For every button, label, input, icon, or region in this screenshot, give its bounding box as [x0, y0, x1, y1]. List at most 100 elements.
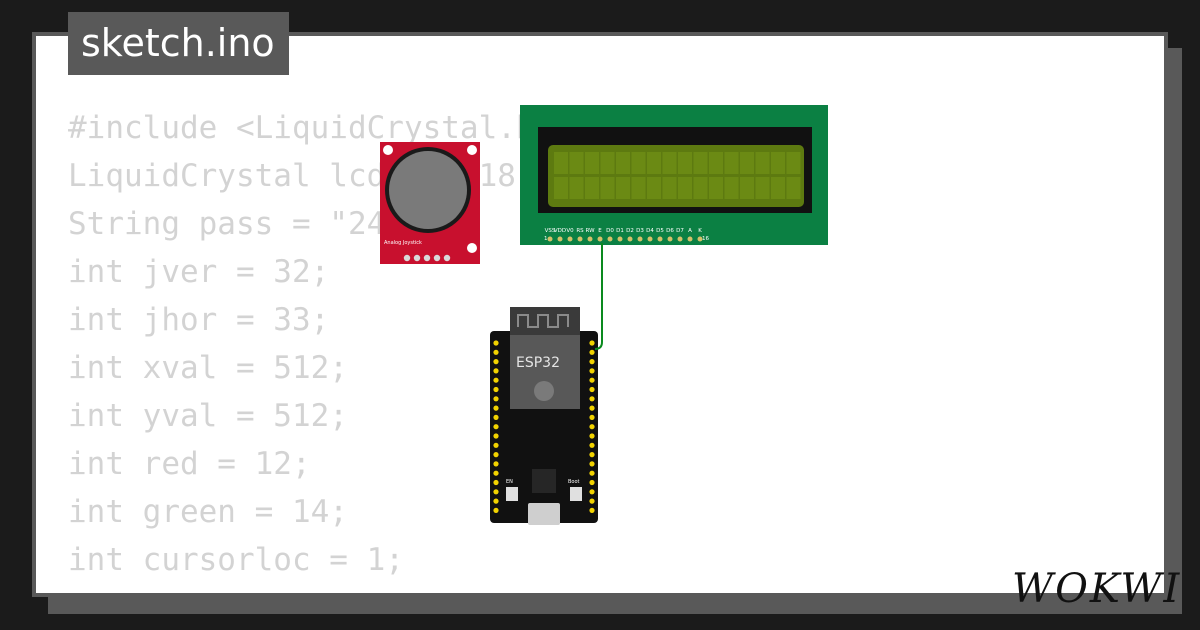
lcd-pin-label: D7: [676, 228, 684, 234]
joystick-pin: [443, 254, 451, 262]
code-line: #include <LiquidCrystal.h>: [68, 110, 554, 146]
joystick-cap-inner: [389, 151, 467, 229]
esp32-header-pin: [589, 442, 595, 448]
code-line: int jhor = 33;: [68, 302, 330, 338]
lcd-char-cell: [740, 177, 754, 199]
lcd-char-cell: [647, 177, 661, 199]
lcd-pin-first: 1: [544, 236, 548, 242]
lcd-pin-label: V0: [566, 228, 574, 234]
joystick-pin: [403, 254, 411, 262]
esp32-header-pin: [493, 489, 499, 495]
lcd-pin: [567, 236, 573, 242]
lcd-char-cell: [693, 177, 708, 199]
joystick-hole-bottom-right: [467, 243, 477, 253]
lcd-pin: [657, 236, 663, 242]
esp32-header-pin: [493, 386, 499, 393]
espressif-logo-icon: [534, 381, 554, 401]
esp32-devkit: ESP32 EN Boot: [490, 307, 598, 525]
lcd-pins: [547, 236, 703, 242]
esp32-header-pin: [493, 442, 499, 448]
wokwi-logo: WOKWI: [1012, 566, 1179, 612]
lcd-pin: [647, 236, 653, 242]
esp32-header-pin: [589, 405, 595, 411]
lcd-char-cell: [662, 177, 677, 199]
wire-lcd-to-esp32: [594, 243, 603, 350]
esp32-header-pin: [589, 433, 595, 439]
lcd-char-cell: [678, 152, 692, 174]
lcd-pin-label: D1: [616, 228, 624, 234]
esp32-header-pin: [589, 349, 595, 355]
code-line: int yval = 512;: [68, 398, 348, 434]
lcd-char-cell: [647, 152, 661, 174]
joystick-label: Analog Joystick: [384, 240, 422, 246]
boot-label: Boot: [568, 479, 580, 485]
lcd-char-cell: [755, 177, 770, 199]
lcd-pin: [597, 236, 603, 242]
sketch-filename-label: sketch.ino: [68, 12, 289, 75]
lcd-pin-label: D6: [666, 228, 674, 234]
code-line: int jver = 32;: [68, 254, 330, 290]
lcd-pin-label: D4: [646, 228, 654, 234]
lcd-char-cell: [600, 152, 615, 174]
lcd-char-cell: [709, 152, 723, 174]
code-line: int xval = 512;: [68, 350, 348, 386]
lcd-char-cell: [631, 177, 646, 199]
micro-usb-port: [528, 503, 560, 525]
esp32-header-pin: [589, 498, 595, 504]
lcd-pin-label: D3: [636, 228, 644, 234]
lcd-pin: [557, 236, 563, 242]
lcd-pin: [637, 236, 643, 242]
lcd-pin-label: D2: [626, 228, 634, 234]
esp32-header-pin: [493, 414, 499, 420]
lcd-pin-label: RS: [576, 228, 584, 234]
lcd-pin: [627, 236, 633, 242]
lcd-pin: [667, 236, 673, 242]
lcd-char-cell: [693, 152, 708, 174]
lcd-char-cell: [585, 177, 599, 199]
esp32-header-pin: [493, 359, 499, 365]
analog-joystick: Analog Joystick: [380, 142, 480, 264]
lcd-char-cell: [740, 152, 754, 174]
en-label: EN: [506, 479, 513, 485]
lcd-pin: [677, 236, 683, 242]
esp32-header-pin: [493, 433, 499, 439]
esp32-header-pin: [493, 396, 499, 402]
lcd-pin: [697, 236, 703, 242]
code-line: int cursorloc = 1;: [68, 542, 404, 578]
lcd-char-cell: [569, 152, 584, 174]
lcd-pin-label: VDD: [554, 228, 566, 234]
esp32-antenna-trace: [517, 314, 569, 328]
lcd-char-cell: [585, 152, 599, 174]
lcd-char-cell: [678, 177, 692, 199]
en-button: [506, 487, 518, 501]
lcd-pin: [607, 236, 613, 242]
lcd-pin-label: RW: [585, 228, 595, 234]
esp32-header-pin: [589, 368, 595, 374]
lcd-char-cell: [755, 152, 770, 174]
joystick-pin: [423, 254, 431, 262]
lcd-char-cell: [786, 152, 801, 174]
esp32-header-pin: [493, 368, 499, 374]
lcd-pin-label: VSS: [545, 228, 556, 234]
lcd-character-cells: [554, 152, 801, 199]
esp32-header-pin: [493, 377, 499, 383]
code-line: int red = 12;: [68, 446, 311, 482]
esp32-pins-left: [493, 340, 499, 513]
esp32-header-pin: [493, 340, 499, 346]
lcd-pin-label: D5: [656, 228, 664, 234]
esp32-pins-right: [589, 340, 595, 513]
lcd-pin: [577, 236, 583, 242]
preview-card: #include <LiquidCrystal.h>LiquidCrystal …: [32, 32, 1168, 597]
esp32-header-pin: [589, 479, 595, 486]
esp32-header-pin: [589, 359, 595, 365]
lcd-char-cell: [554, 152, 568, 174]
lcd-char-cell: [771, 177, 785, 199]
code-line: int green = 14;: [68, 494, 348, 530]
esp32-header-pin: [493, 405, 499, 411]
lcd-char-cell: [616, 177, 630, 199]
lcd-char-cell: [709, 177, 723, 199]
esp32-usb-chip: [532, 469, 556, 493]
esp32-header-pin: [589, 489, 595, 495]
